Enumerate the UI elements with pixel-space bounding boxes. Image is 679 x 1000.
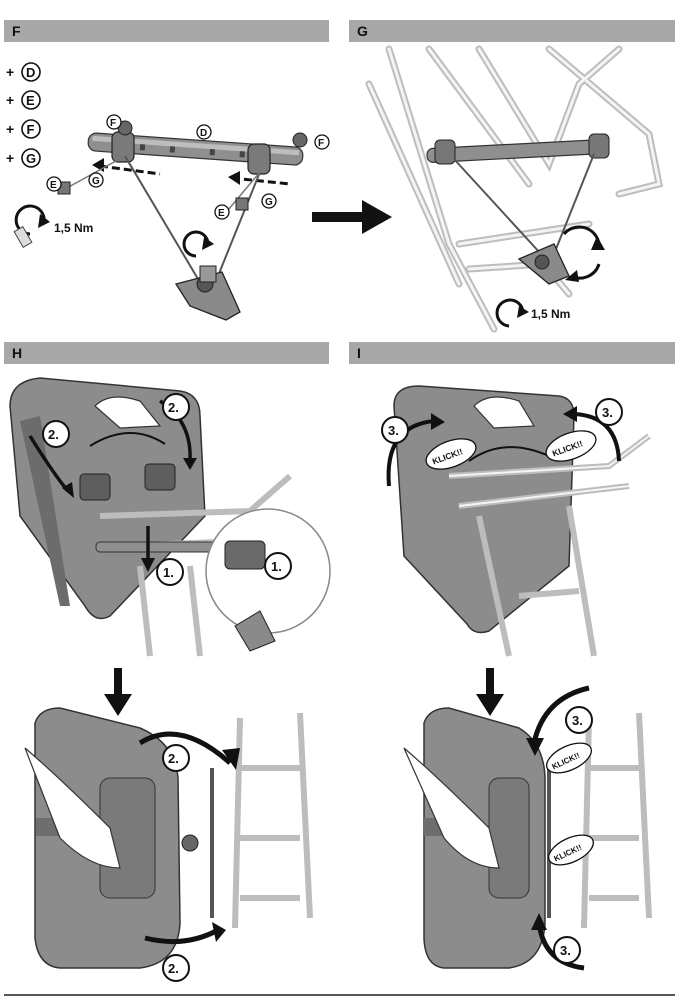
panel-i-bottom-illustration: 3. 3. KLICK!! KLICK!! (403, 668, 652, 971)
rotate-arrow-icon (182, 230, 214, 258)
torque-label-f: 1,5 Nm (54, 221, 93, 235)
section-header-f: F (4, 20, 329, 42)
step-3-top-left: 3. (388, 423, 399, 438)
rotate-arrow-icon (13, 204, 50, 248)
part-f-letter: F (27, 122, 35, 137)
step-2-top-right: 2. (168, 400, 179, 415)
plus-d: + (6, 64, 14, 80)
step-3-bottom-low: 3. (560, 943, 571, 958)
transition-arrow-icon (312, 200, 392, 234)
callout-e-right: E (218, 208, 225, 219)
callout-g-left: G (92, 176, 100, 187)
hand (94, 396, 162, 429)
step-2-bottom-top: 2. (168, 751, 179, 766)
step-3-bottom-top: 3. (572, 713, 583, 728)
pannier-rack (365, 45, 664, 333)
step-2-bottom-low: 2. (168, 961, 179, 976)
part-e-icon (21, 90, 41, 110)
part-e-letter: E (26, 93, 35, 108)
hand (403, 747, 500, 869)
panel-h-bottom-illustration: 2. 2. (24, 668, 313, 982)
section-header-g: G (349, 20, 675, 42)
plus-f: + (6, 121, 14, 137)
step-1-a: 1. (163, 565, 174, 580)
plus-e: + (6, 92, 14, 108)
rotate-arrow-icon (495, 298, 529, 328)
part-g-icon (21, 148, 41, 168)
callout-e-left: E (50, 180, 57, 191)
mounting-rail (87, 120, 308, 175)
step-3-top-right: 3. (602, 405, 613, 420)
section-header-h: H (4, 342, 329, 364)
hand (473, 396, 536, 429)
part-g-letter: G (26, 151, 36, 166)
part-f-icon (21, 119, 41, 139)
parts-list: + D + E + F + G (6, 62, 41, 168)
step-1-b: 1. (271, 559, 282, 574)
page-bottom-rule (4, 994, 675, 996)
callout-f-left: F (110, 118, 116, 129)
panel-g-illustration: 1,5 Nm (365, 45, 664, 333)
section-header-i: I (349, 342, 675, 364)
step-2-top-left: 2. (48, 427, 59, 442)
panel-h-top-illustration: 2. 2. 1. 1. (9, 377, 331, 657)
part-d-icon (21, 62, 41, 82)
plus-g: + (6, 150, 14, 166)
hand (24, 747, 121, 869)
lower-hook-adapter (174, 265, 241, 321)
callout-d: D (200, 128, 207, 139)
callout-g-right: G (265, 197, 273, 208)
part-d-letter: D (26, 65, 35, 80)
panel-f-illustration: + D + E + F + G F D F (6, 62, 330, 321)
panel-i-top-illustration: 3. 3. KLICK!! KLICK!! (381, 385, 651, 657)
slide-arrow-right (228, 171, 291, 186)
callout-f-right: F (318, 138, 324, 149)
torque-label-g: 1,5 Nm (531, 307, 570, 321)
